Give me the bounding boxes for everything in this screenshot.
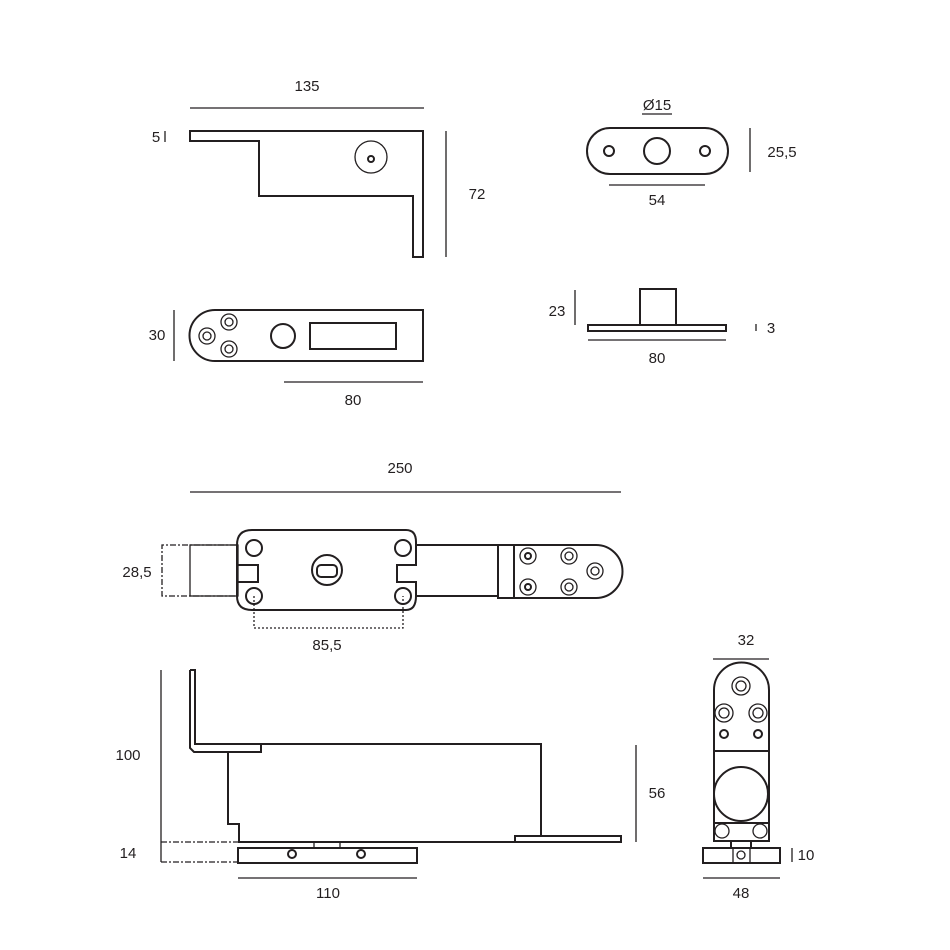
dim-72: 72 [469, 186, 486, 203]
dim-10: 10 [798, 847, 815, 864]
dim-80-plate: 80 [649, 350, 666, 367]
dim-diameter-15: Ø15 [643, 97, 671, 114]
closer-top-view: 250 28,5 85,5 [122, 460, 624, 654]
plate-top-view: Ø15 25,5 54 [586, 97, 797, 209]
dim-54: 54 [649, 192, 666, 209]
dim-23: 23 [549, 303, 566, 320]
dim-25-5: 25,5 [767, 144, 796, 161]
closer-end-view: 32 10 48 [702, 632, 815, 902]
dim-250: 250 [387, 460, 412, 477]
dim-80: 80 [345, 392, 362, 409]
dim-85-5: 85,5 [312, 637, 341, 654]
bracket-side-view: 135 5 72 [152, 78, 486, 258]
closer-side-view: 100 14 110 56 [115, 669, 666, 902]
dim-30: 30 [149, 327, 166, 344]
plate-side-view: 23 3 80 [549, 288, 775, 367]
dim-135: 135 [294, 78, 319, 95]
dim-32: 32 [738, 632, 755, 649]
dim-100: 100 [115, 747, 140, 764]
dim-56: 56 [649, 785, 666, 802]
dim-5: 5 [152, 129, 160, 146]
dim-48: 48 [733, 885, 750, 902]
dim-110: 110 [316, 885, 340, 902]
dim-14: 14 [120, 845, 137, 862]
dim-3: 3 [767, 320, 775, 337]
keyhole-icon [354, 140, 388, 174]
dim-28-5: 28,5 [122, 564, 151, 581]
bracket-top-view: 30 80 [149, 309, 424, 409]
